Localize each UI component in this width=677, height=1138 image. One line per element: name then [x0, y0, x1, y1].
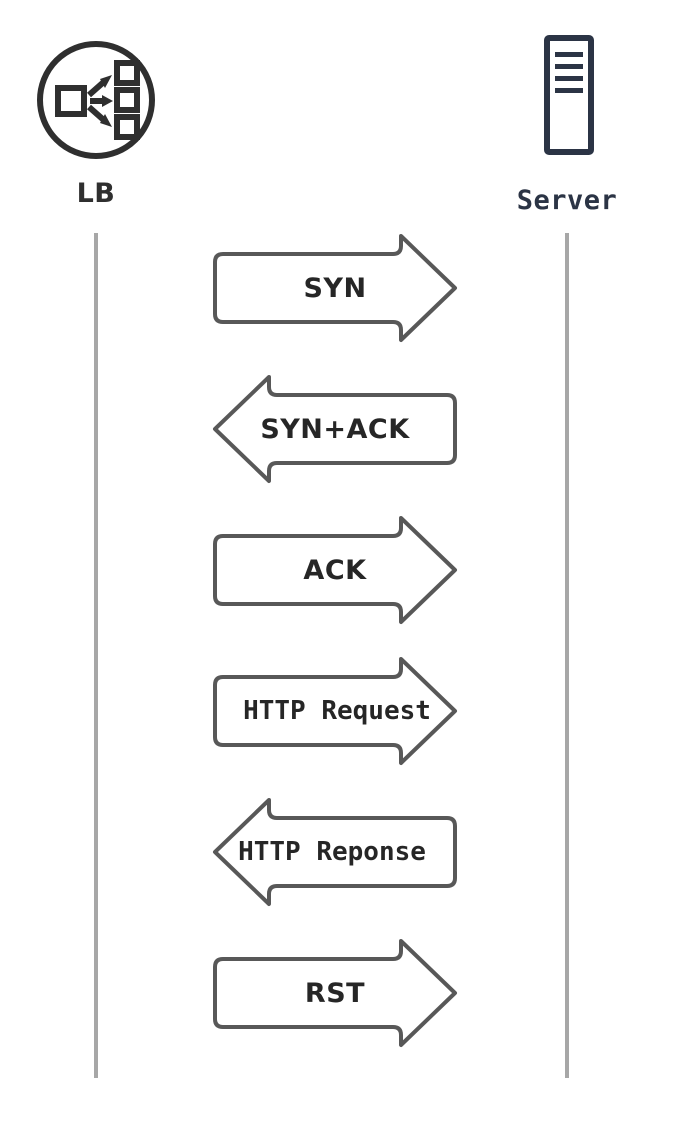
- message-arrow-rst: RST: [205, 937, 465, 1049]
- actor-lb-label: LB: [76, 178, 116, 209]
- message-arrow-syn-ack: SYN+ACK: [205, 373, 465, 485]
- lifeline-server: [565, 233, 569, 1078]
- actor-server-label: Server: [516, 185, 618, 216]
- actor-lb: LB: [16, 38, 176, 209]
- lifeline-lb: [94, 233, 98, 1078]
- server-tower-icon: [487, 30, 647, 165]
- actor-server: Server: [487, 30, 647, 216]
- load-balancer-icon: [16, 38, 176, 167]
- message-arrow-http-request: HTTP Request: [205, 655, 465, 767]
- message-arrow-ack: ACK: [205, 514, 465, 626]
- message-arrow-syn: SYN: [205, 232, 465, 344]
- message-arrow-http-response: HTTP Reponse: [205, 796, 465, 908]
